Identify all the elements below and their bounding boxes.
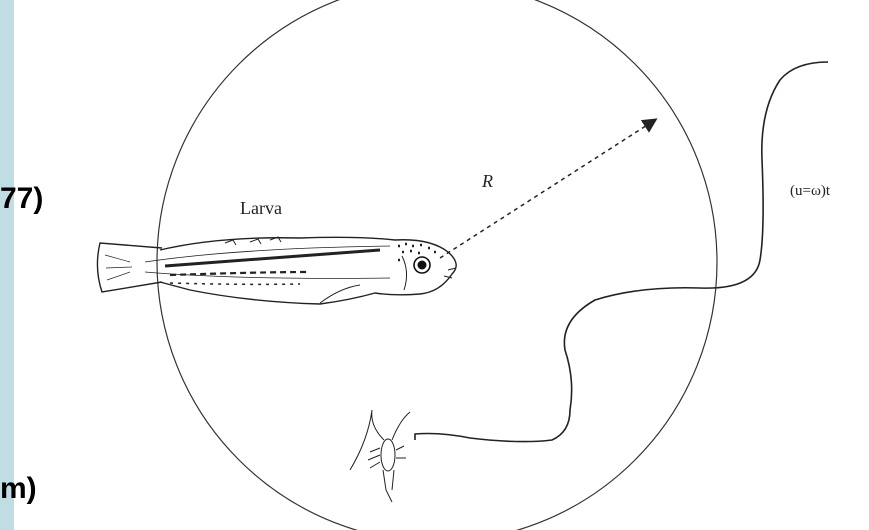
larva-label: Larva xyxy=(240,198,282,218)
radius-arrow xyxy=(440,120,655,258)
copepod-prey xyxy=(350,410,410,502)
radius-label: R xyxy=(481,171,493,191)
prey-path xyxy=(415,62,828,442)
larva-pupil xyxy=(418,261,427,270)
perception-circle xyxy=(157,0,717,530)
larva-fish xyxy=(97,237,456,304)
path-label: (u=ω)t xyxy=(790,183,831,199)
